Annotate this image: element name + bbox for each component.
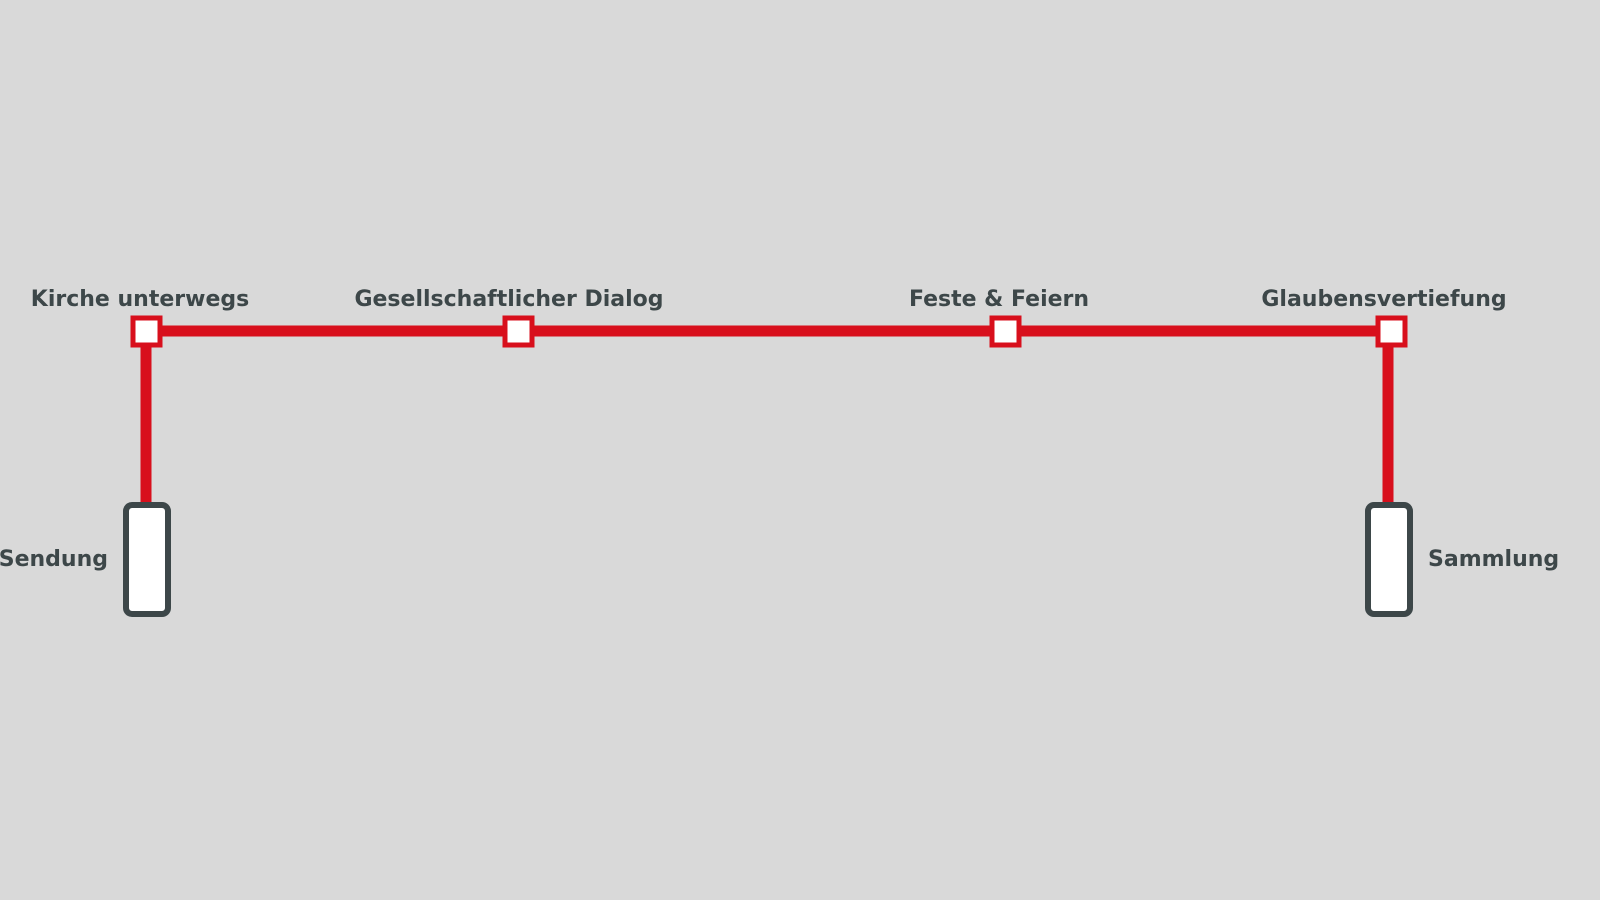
terminal-sendung	[123, 502, 171, 617]
stop-glaubensvertiefung	[1375, 315, 1408, 348]
label-feste-feiern: Feste & Feiern	[909, 287, 1089, 312]
label-sendung: Sendung	[0, 547, 108, 572]
stop-kirche-unterwegs	[130, 315, 163, 348]
label-sammlung: Sammlung	[1428, 547, 1559, 572]
label-glaubensvertiefung: Glaubensvertiefung	[1261, 287, 1506, 312]
label-gesellschaftlicher-dialog: Gesellschaftlicher Dialog	[354, 287, 663, 312]
route-line	[140, 325, 1394, 505]
stop-gesellschaftlicher-dialog	[502, 315, 535, 348]
stop-feste-feiern	[989, 315, 1022, 348]
label-kirche-unterwegs: Kirche unterwegs	[31, 287, 249, 312]
terminal-sammlung	[1365, 502, 1413, 617]
